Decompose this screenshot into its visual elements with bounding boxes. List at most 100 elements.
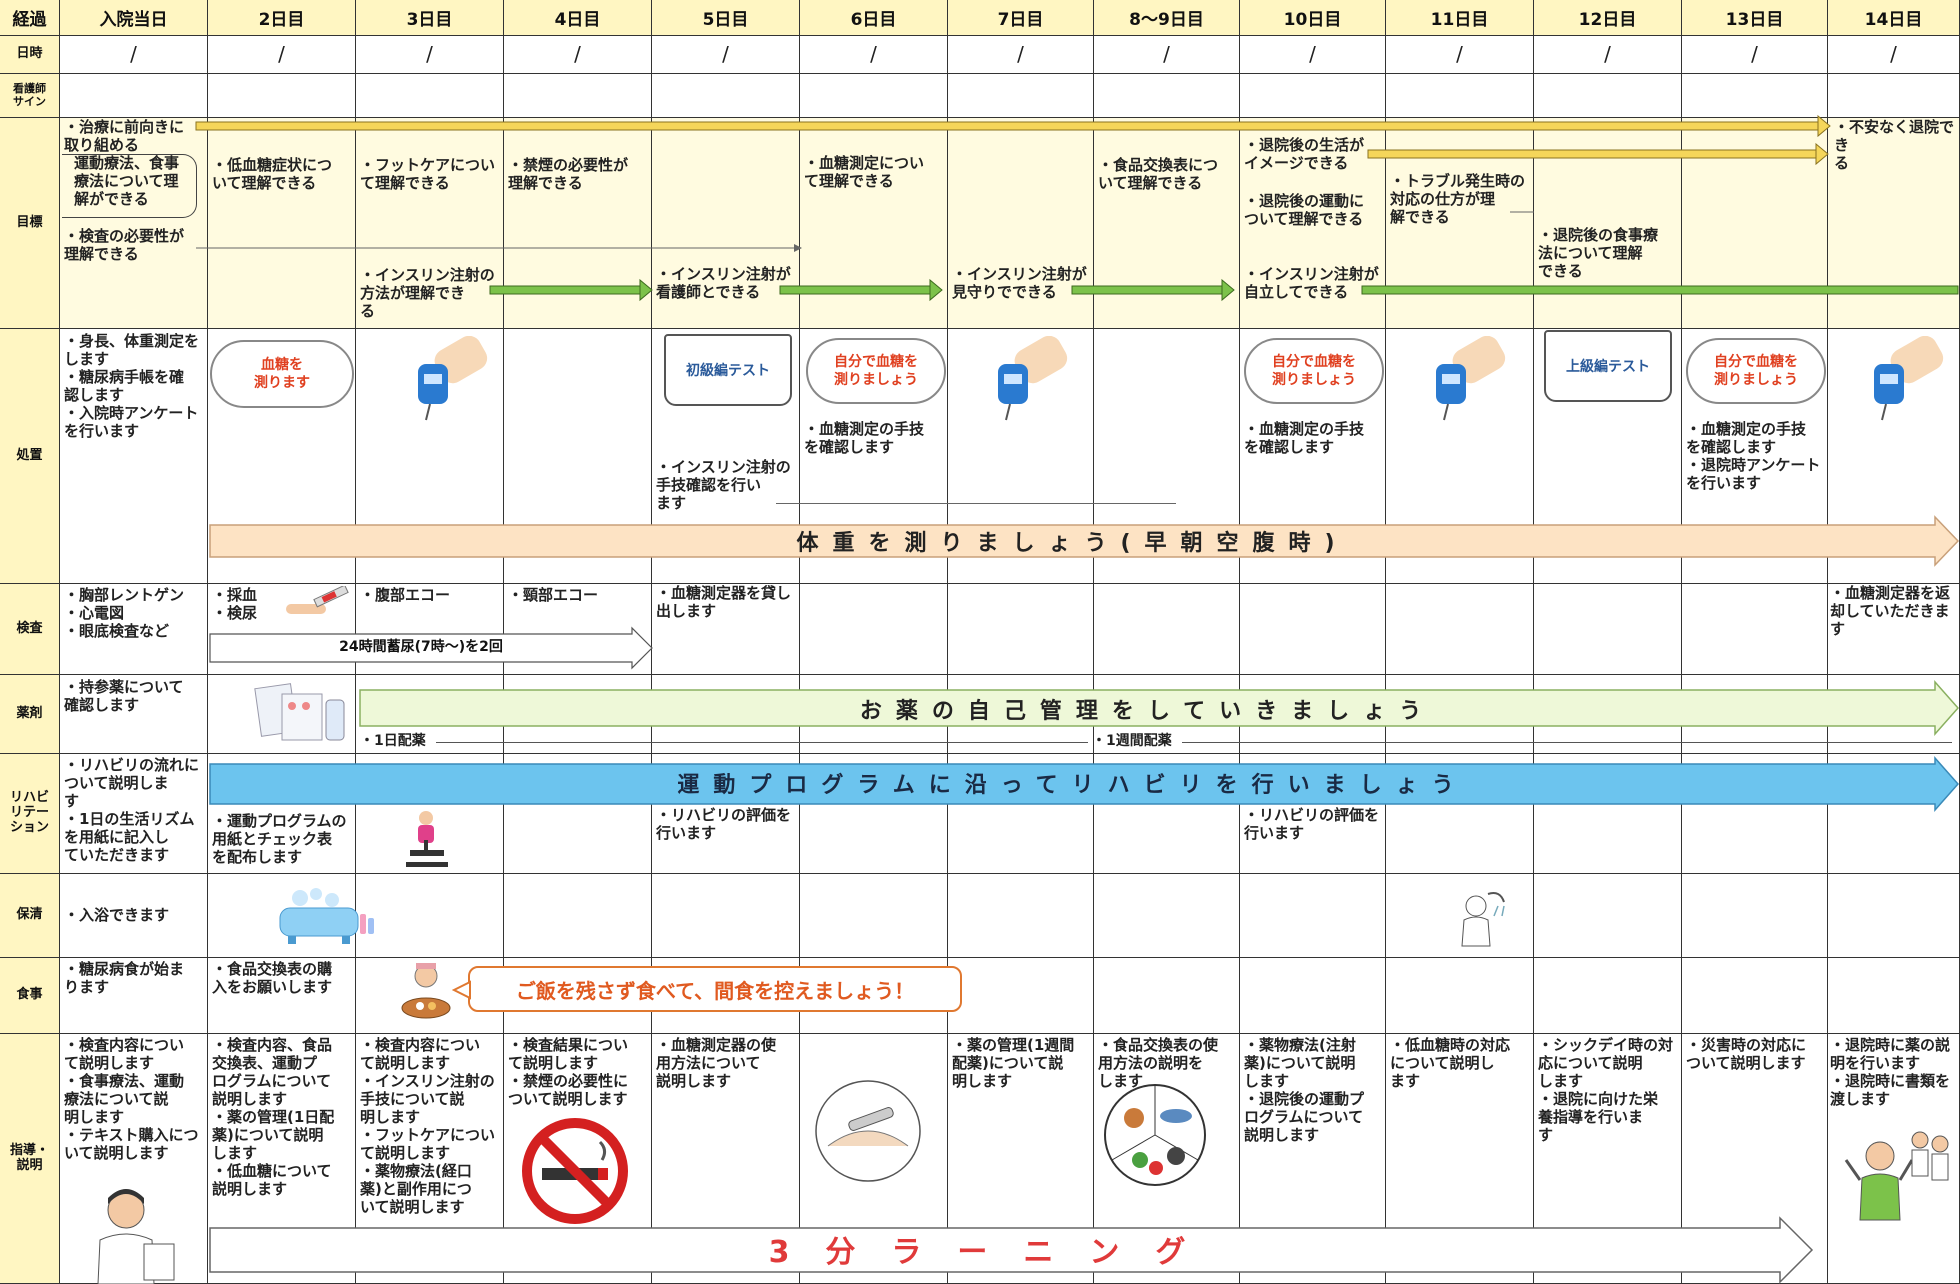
- date-slash[interactable]: /: [1604, 42, 1611, 66]
- table-cell: [1534, 754, 1682, 874]
- date-slash[interactable]: /: [130, 42, 137, 66]
- header-label: 経過: [0, 0, 60, 36]
- table-cell: [948, 874, 1094, 958]
- guidance-text: ・検査内容につい て説明します ・インスリン注射の 手技について説 明します ・…: [360, 1036, 496, 1216]
- table-cell: [1094, 584, 1240, 675]
- cloud-self-glucose: 自分で血糖を 測りましょう: [1686, 338, 1826, 404]
- guidance-text: ・退院時に薬の説 明を行います ・退院時に書類を 渡します: [1830, 1036, 1951, 1108]
- learning-arrow: [209, 1216, 1814, 1284]
- table-cell: /: [60, 36, 208, 74]
- goal-text: ・インスリン注射が 見守りでできる: [952, 265, 1087, 301]
- nurse-row-label: 看護師 サイン: [0, 74, 60, 118]
- date-slash[interactable]: /: [1751, 42, 1758, 66]
- table-cell: [1240, 874, 1386, 958]
- goal-text: ・退院後の運動に ついて理解できる: [1244, 192, 1365, 228]
- table-cell: [1386, 754, 1534, 874]
- learning-banner: 3分ラーニング: [768, 1235, 1222, 1270]
- date-slash[interactable]: /: [1163, 42, 1170, 66]
- table-cell: /: [356, 36, 504, 74]
- day-header: 5日目: [652, 0, 800, 36]
- table-cell: [1682, 329, 1828, 584]
- table-cell: [504, 329, 652, 584]
- table-cell: [60, 754, 208, 874]
- day-header: 8〜9日目: [1094, 0, 1240, 36]
- day-header: 12日目: [1534, 0, 1682, 36]
- glucose-meter-icon: [400, 336, 490, 426]
- table-cell: [652, 118, 800, 329]
- table-cell: [208, 958, 356, 1034]
- guidance-text: ・低血糖時の対応 について説明し ます: [1390, 1036, 1511, 1090]
- table-cell: [1534, 874, 1682, 958]
- table-cell: [652, 329, 800, 584]
- table-cell: [208, 584, 356, 675]
- glucose-meter-icon: [1418, 336, 1508, 426]
- meal-callout-text: ご飯を残さず食べて、間食を控えましょう！: [515, 978, 915, 1003]
- date-slash[interactable]: /: [1309, 42, 1316, 66]
- day-header: 10日目: [1240, 0, 1386, 36]
- test-text: ・胸部レントゲン ・心電図 ・眼底検査など: [64, 586, 185, 640]
- table-cell: [1828, 874, 1960, 958]
- table-cell: /: [1682, 36, 1828, 74]
- nurse-lecture-icon: [80, 1180, 180, 1284]
- cloud-self-glucose: 自分で血糖を 測りましょう: [806, 338, 946, 404]
- table-cell: [1240, 754, 1386, 874]
- day-header: 13日目: [1682, 0, 1828, 36]
- date-slash[interactable]: /: [1456, 42, 1463, 66]
- table-cell: [1682, 74, 1828, 118]
- goal-text: ・インスリン注射の 方法が理解でき る: [360, 266, 495, 320]
- table-cell: [1386, 584, 1534, 675]
- goal-text: ・治療に前向きに 取り組める: [64, 118, 185, 154]
- date-slash[interactable]: /: [1890, 42, 1897, 66]
- table-cell: [1386, 874, 1534, 958]
- row-label-treatment: 処置: [0, 329, 60, 584]
- date-slash[interactable]: /: [870, 42, 877, 66]
- table-cell: /: [1534, 36, 1682, 74]
- goal-text: ・インスリン注射が 看護師とできる: [656, 265, 791, 301]
- table-cell: [948, 584, 1094, 675]
- table-cell: /: [1094, 36, 1240, 74]
- date-slash[interactable]: /: [426, 42, 433, 66]
- date-slash[interactable]: /: [1017, 42, 1024, 66]
- date-slash[interactable]: /: [278, 42, 285, 66]
- table-cell: [1240, 329, 1386, 584]
- medicine-daily: ・1日配薬: [360, 733, 426, 749]
- table-cell: [1682, 754, 1828, 874]
- row-label-tests: 検査: [0, 584, 60, 675]
- table-cell: [1828, 958, 1960, 1034]
- table-cell: [1682, 958, 1828, 1034]
- date-row-label: 日時: [0, 36, 60, 74]
- goal-text: ・不安なく退院でき る: [1834, 118, 1955, 172]
- day-header: 14日目: [1828, 0, 1960, 36]
- medicine-thin-line: [436, 742, 1088, 743]
- date-slash[interactable]: /: [722, 42, 729, 66]
- bathtub-icon: [270, 884, 380, 950]
- table-cell: [1682, 584, 1828, 675]
- table-cell: [948, 118, 1094, 329]
- table-cell: [60, 584, 208, 675]
- day-header: 2日目: [208, 0, 356, 36]
- table-cell: [1094, 754, 1240, 874]
- exercise-bike-icon: [396, 806, 456, 872]
- table-cell: [208, 754, 356, 874]
- table-cell: [800, 754, 948, 874]
- food-plate-icon: [1100, 1080, 1210, 1190]
- row-label-meals: 食事: [0, 958, 60, 1034]
- table-cell: [948, 329, 1094, 584]
- table-cell: [652, 74, 800, 118]
- goal-arrow-green: [489, 278, 1959, 302]
- table-cell: [948, 74, 1094, 118]
- table-cell: [800, 74, 948, 118]
- date-slash[interactable]: /: [574, 42, 581, 66]
- table-cell: [356, 584, 504, 675]
- table-cell: [948, 754, 1094, 874]
- table-cell: [800, 329, 948, 584]
- table-cell: [60, 118, 208, 329]
- table-cell: /: [504, 36, 652, 74]
- table-cell: [1534, 958, 1682, 1034]
- guidance-text: ・検査結果につい て説明します ・禁煙の必要性に ついて説明します: [508, 1036, 629, 1108]
- table-cell: [60, 74, 208, 118]
- guidance-text: ・薬の管理(1週間 配薬)について説 明します: [952, 1036, 1075, 1090]
- table-cell: /: [652, 36, 800, 74]
- table-cell: [1386, 74, 1534, 118]
- table-cell: [208, 74, 356, 118]
